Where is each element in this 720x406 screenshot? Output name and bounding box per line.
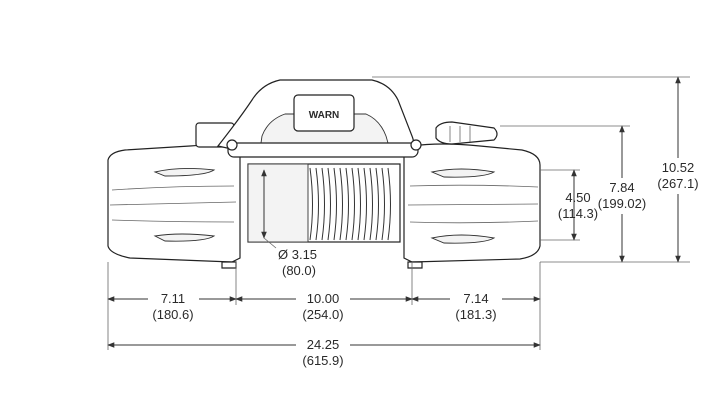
rope-coil [309, 167, 313, 241]
rope-coil [387, 167, 391, 241]
rope-coil [321, 167, 325, 241]
overall-length-mm: (615.9) [302, 353, 343, 368]
drum-diameter-in: Ø 3.15 [278, 247, 317, 262]
brand-logo: WARN [309, 110, 340, 121]
right-width-in: 7.14 [463, 291, 488, 306]
left-width-in: 7.11 [161, 291, 185, 306]
rope-coil [339, 167, 343, 241]
mount-height-mm: (114.3) [558, 206, 598, 221]
left-width-mm: (180.6) [152, 307, 193, 322]
housing-height-in: 7.84 [609, 180, 634, 195]
foot-left [221, 261, 237, 269]
rope-coil [351, 167, 355, 241]
rope-coil [357, 167, 361, 241]
tie-bar [227, 142, 419, 158]
rope-coil [369, 167, 373, 241]
rope-coil [315, 167, 319, 241]
drum-width-in: 10.00 [307, 291, 340, 306]
overall-height-mm: (267.1) [657, 176, 698, 191]
foot-right [407, 261, 423, 269]
remote-plug [435, 121, 498, 145]
rope-coil [381, 167, 385, 241]
overall-length-in: 24.25 [307, 337, 340, 352]
drum-width-mm: (254.0) [302, 307, 343, 322]
wire-rope [309, 167, 391, 241]
housing-height-mm: (199.02) [598, 196, 646, 211]
drum [247, 163, 401, 243]
rope-coil [333, 167, 337, 241]
rope-coil [363, 167, 367, 241]
overall-height-in: 10.52 [662, 160, 695, 175]
rope-coil [375, 167, 379, 241]
dimension-labels: 7.11 (180.6) 10.00 (254.0) 7.14 (181.3) … [152, 160, 698, 368]
dimension-lines [107, 76, 690, 350]
rope-coil [327, 167, 331, 241]
right-end-housing [403, 143, 541, 263]
logo-plate [293, 94, 355, 132]
mount-height-in: 4.50 [565, 190, 590, 205]
top-housing: WARN [216, 79, 415, 151]
drum-diameter-mm: (80.0) [282, 263, 316, 278]
bolt-right [410, 139, 422, 151]
right-width-mm: (181.3) [455, 307, 496, 322]
rope-coil [345, 167, 349, 241]
bolt-left [226, 139, 238, 151]
winch-illustration: WARN [107, 79, 541, 269]
